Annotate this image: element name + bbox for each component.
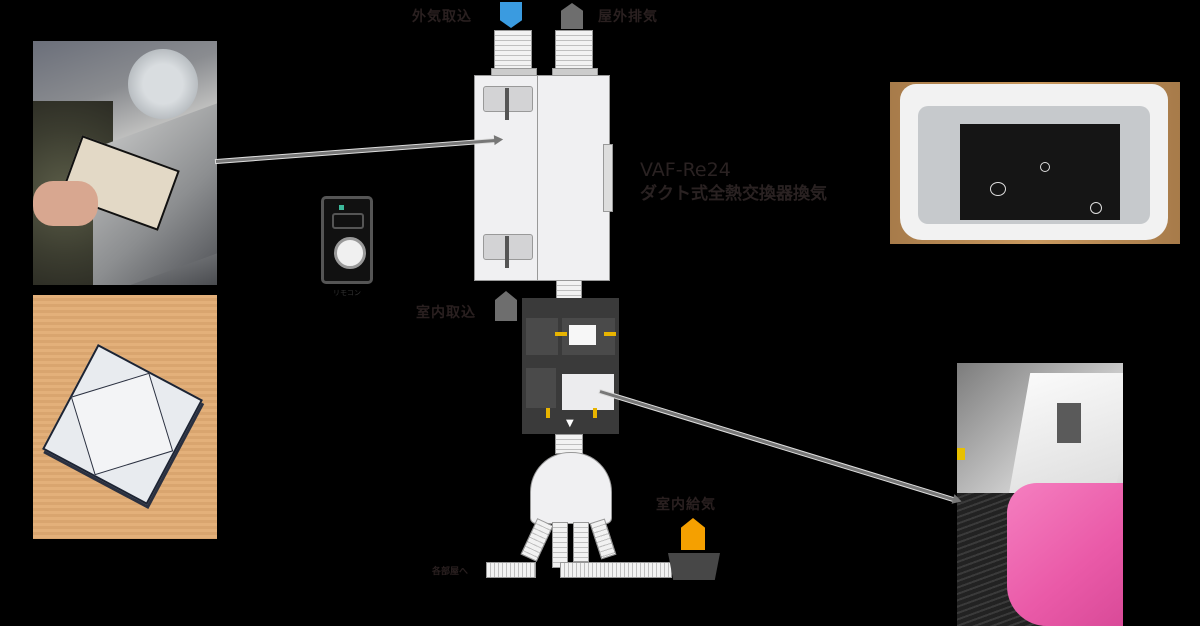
down-arrow-icon: ▼: [566, 418, 574, 429]
intake-duct: [494, 30, 532, 70]
indoor-supply-arrow-icon: [681, 518, 705, 550]
exhaust-duct: [555, 30, 593, 70]
outdoor-intake-label: 外気取込: [412, 9, 472, 25]
filter-box: ▼: [522, 298, 619, 434]
pointer-arrow-lower: [599, 390, 955, 502]
filter-removal-photo: [33, 41, 217, 285]
product-label: VAF-Re24 ダクト式全熱交換器換気: [640, 158, 827, 206]
outdoor-exhaust-label: 屋外排気: [598, 9, 658, 25]
dial-knob: [334, 237, 366, 269]
filter-unit-removal-photo: [957, 363, 1123, 626]
horizontal-hose-right: [560, 562, 672, 578]
intake-arrow-icon: [500, 2, 522, 28]
filter-photo: [33, 295, 217, 539]
pointer-arrow-upper: [215, 139, 496, 163]
distribution-chamber: [530, 452, 612, 524]
ventilation-unit: [474, 75, 613, 281]
model-name: VAF-Re24: [640, 159, 731, 181]
horizontal-hose-left: [486, 562, 536, 578]
to-each-room-label: 各部屋へ: [432, 567, 469, 577]
heat-exchanger-washing-photo: [890, 82, 1180, 244]
indoor-intake-arrow-icon: [495, 291, 517, 321]
side-handle: [603, 144, 613, 212]
remote-controller: [321, 196, 373, 284]
model-description: ダクト式全熱交換器換気: [640, 184, 827, 204]
indoor-supply-label: 室内給気: [656, 497, 716, 513]
filter-tag: [569, 325, 596, 345]
indoor-intake-label: 室内取込: [416, 305, 476, 321]
remote-label: リモコン: [333, 289, 361, 297]
lower-connector-duct: [555, 434, 583, 454]
supply-grille: [668, 553, 720, 580]
exhaust-arrow-icon: [561, 3, 583, 29]
